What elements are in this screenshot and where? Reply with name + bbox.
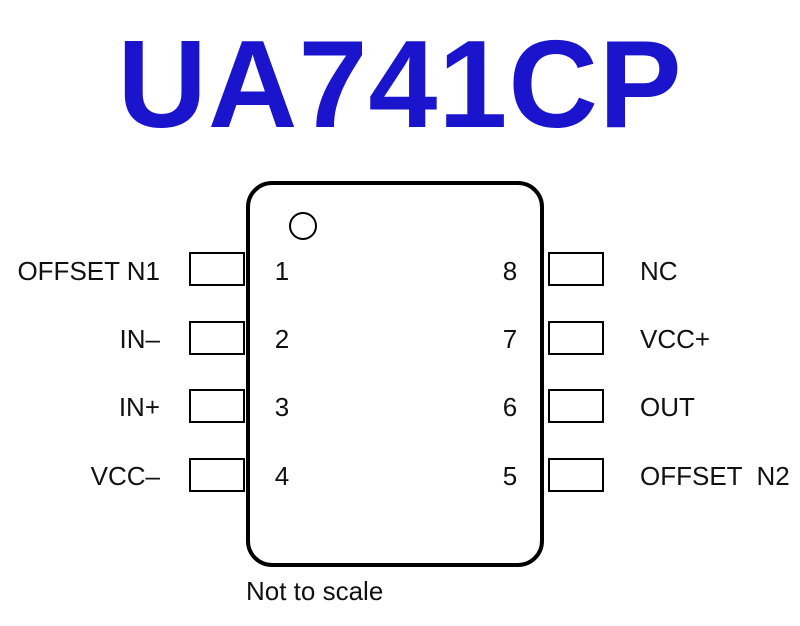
- pin-stub-1: [189, 252, 245, 286]
- pin-stub-2: [189, 321, 245, 355]
- pin-number-5: 5: [502, 461, 518, 491]
- pin-stub-5: [548, 458, 604, 492]
- ic-package-body: [246, 181, 544, 567]
- scale-note: Not to scale: [246, 576, 384, 606]
- pin-label-7: VCC+: [640, 324, 711, 354]
- pin-label-2: IN–: [119, 324, 160, 354]
- pin-number-2: 2: [274, 324, 290, 354]
- pin1-marker-icon: [289, 212, 317, 240]
- pin-stub-6: [548, 389, 604, 423]
- pin-label-5: OFFSET N2: [640, 461, 790, 491]
- pin-number-6: 6: [502, 392, 518, 422]
- pin-number-8: 8: [502, 256, 518, 286]
- pin-number-3: 3: [274, 392, 290, 422]
- pin-label-3: IN+: [118, 392, 160, 422]
- pin-label-6: OUT: [640, 392, 695, 422]
- pin-stub-7: [548, 321, 604, 355]
- pin-stub-3: [189, 389, 245, 423]
- pin-label-1: OFFSET N1: [17, 256, 160, 286]
- pin-label-4: VCC–: [90, 461, 160, 491]
- pin-stub-4: [189, 458, 245, 492]
- pin-number-1: 1: [274, 256, 290, 286]
- part-title: UA741CP: [117, 16, 683, 154]
- pin-stub-8: [548, 252, 604, 286]
- pin-number-7: 7: [502, 324, 518, 354]
- pin-label-8: NC: [640, 256, 678, 286]
- pin-number-4: 4: [274, 461, 290, 491]
